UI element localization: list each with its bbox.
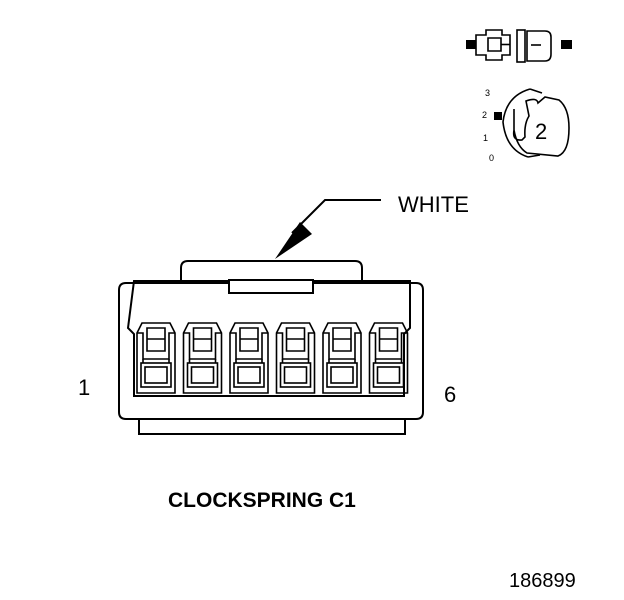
terminal-cavities (136, 322, 409, 394)
terminal-cavity-1 (136, 322, 176, 394)
scale-label-1: 1 (483, 133, 488, 143)
view-number: 2 (535, 119, 547, 144)
terminal-cavity-3 (229, 322, 269, 394)
pin-6-label: 6 (444, 382, 456, 407)
terminal-cavity-6 (368, 322, 409, 394)
figure-number: 186899 (509, 570, 576, 592)
connector-body (118, 260, 424, 435)
terminal-cavity-2 (182, 322, 223, 394)
scale-label-0: 0 (489, 153, 494, 163)
view-indicator-icon: 3 2 1 0 2 (482, 88, 570, 163)
terminal-cavity-4 (275, 322, 316, 394)
scale-label-3: 3 (485, 88, 490, 98)
terminal-cavity-5 (322, 322, 362, 394)
connector-name-caption: CLOCKSPRING C1 (168, 489, 356, 512)
pin-1-label: 1 (78, 375, 90, 400)
connector-color-label: WHITE (398, 192, 469, 217)
connector-side-view-icon (466, 29, 572, 63)
scale-label-2: 2 (482, 110, 487, 120)
color-pointer (275, 199, 381, 259)
